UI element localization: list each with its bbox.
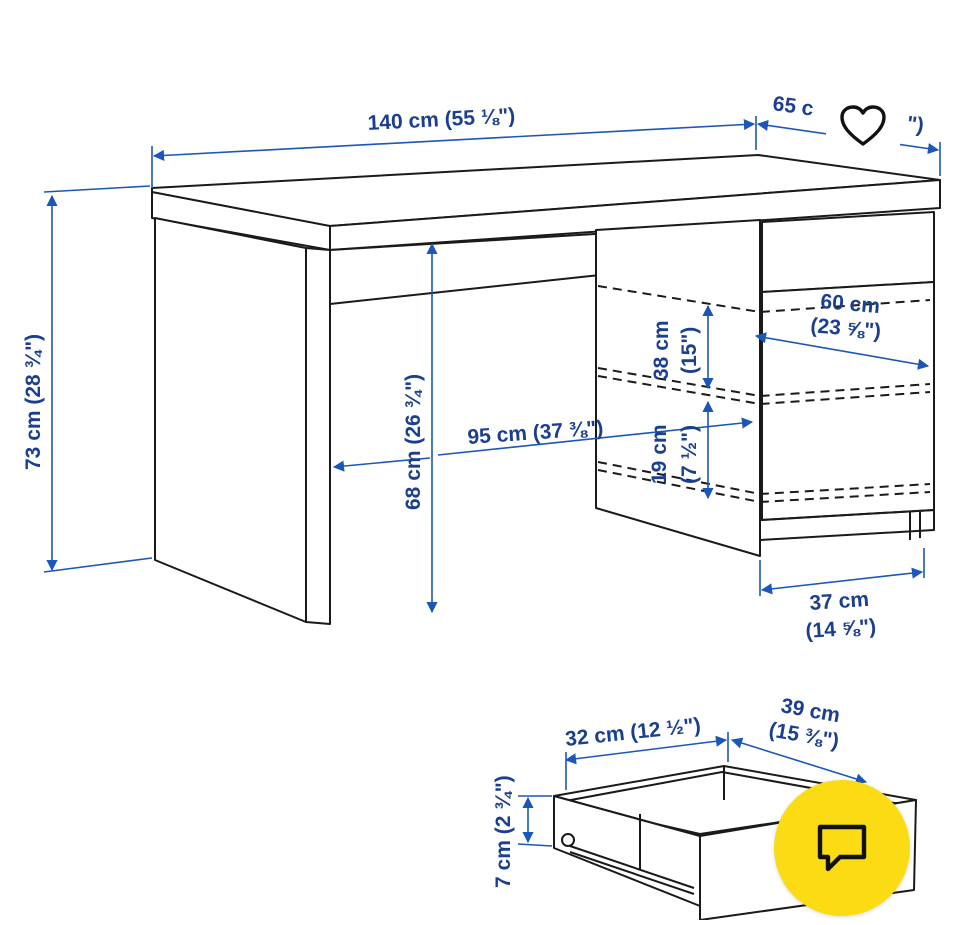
clearance-width-label: 95 cm (37 ⅜"): [467, 417, 604, 449]
depth-total-label: 65 c: [771, 92, 815, 121]
chat-bubble-icon: [817, 824, 867, 872]
shelf-upper-cm-label: 38 cm: [650, 320, 673, 380]
clearance-height-label: 68 cm (26 ¾"): [402, 374, 425, 510]
shelf-depth-cm-label: 60 cm: [820, 290, 881, 318]
cabinet-width-in-label: (14 ⅝"): [805, 615, 877, 643]
height-total-label: 73 cm (28 ¾"): [22, 334, 45, 470]
heart-icon: [840, 105, 886, 146]
drawer-height-label: 7 cm (2 ¾"): [492, 775, 515, 888]
width-total-label: 140 cm (55 ⅛"): [367, 104, 516, 135]
depth-total-suffix-label: "): [905, 112, 925, 137]
favorite-button[interactable]: [826, 94, 900, 158]
dimension-lines: [43, 116, 941, 614]
drawer-dimension-lines: [517, 732, 868, 847]
cabinet-width-cm-label: 37 cm: [809, 588, 870, 615]
shelf-lower-in-label: (7 ½"): [678, 425, 701, 484]
desk-drawing: [151, 154, 941, 625]
shelf-upper-in-label: (15"): [678, 327, 701, 374]
shelf-lower-cm-label: 19 cm: [648, 424, 671, 484]
chat-button[interactable]: [774, 780, 910, 916]
